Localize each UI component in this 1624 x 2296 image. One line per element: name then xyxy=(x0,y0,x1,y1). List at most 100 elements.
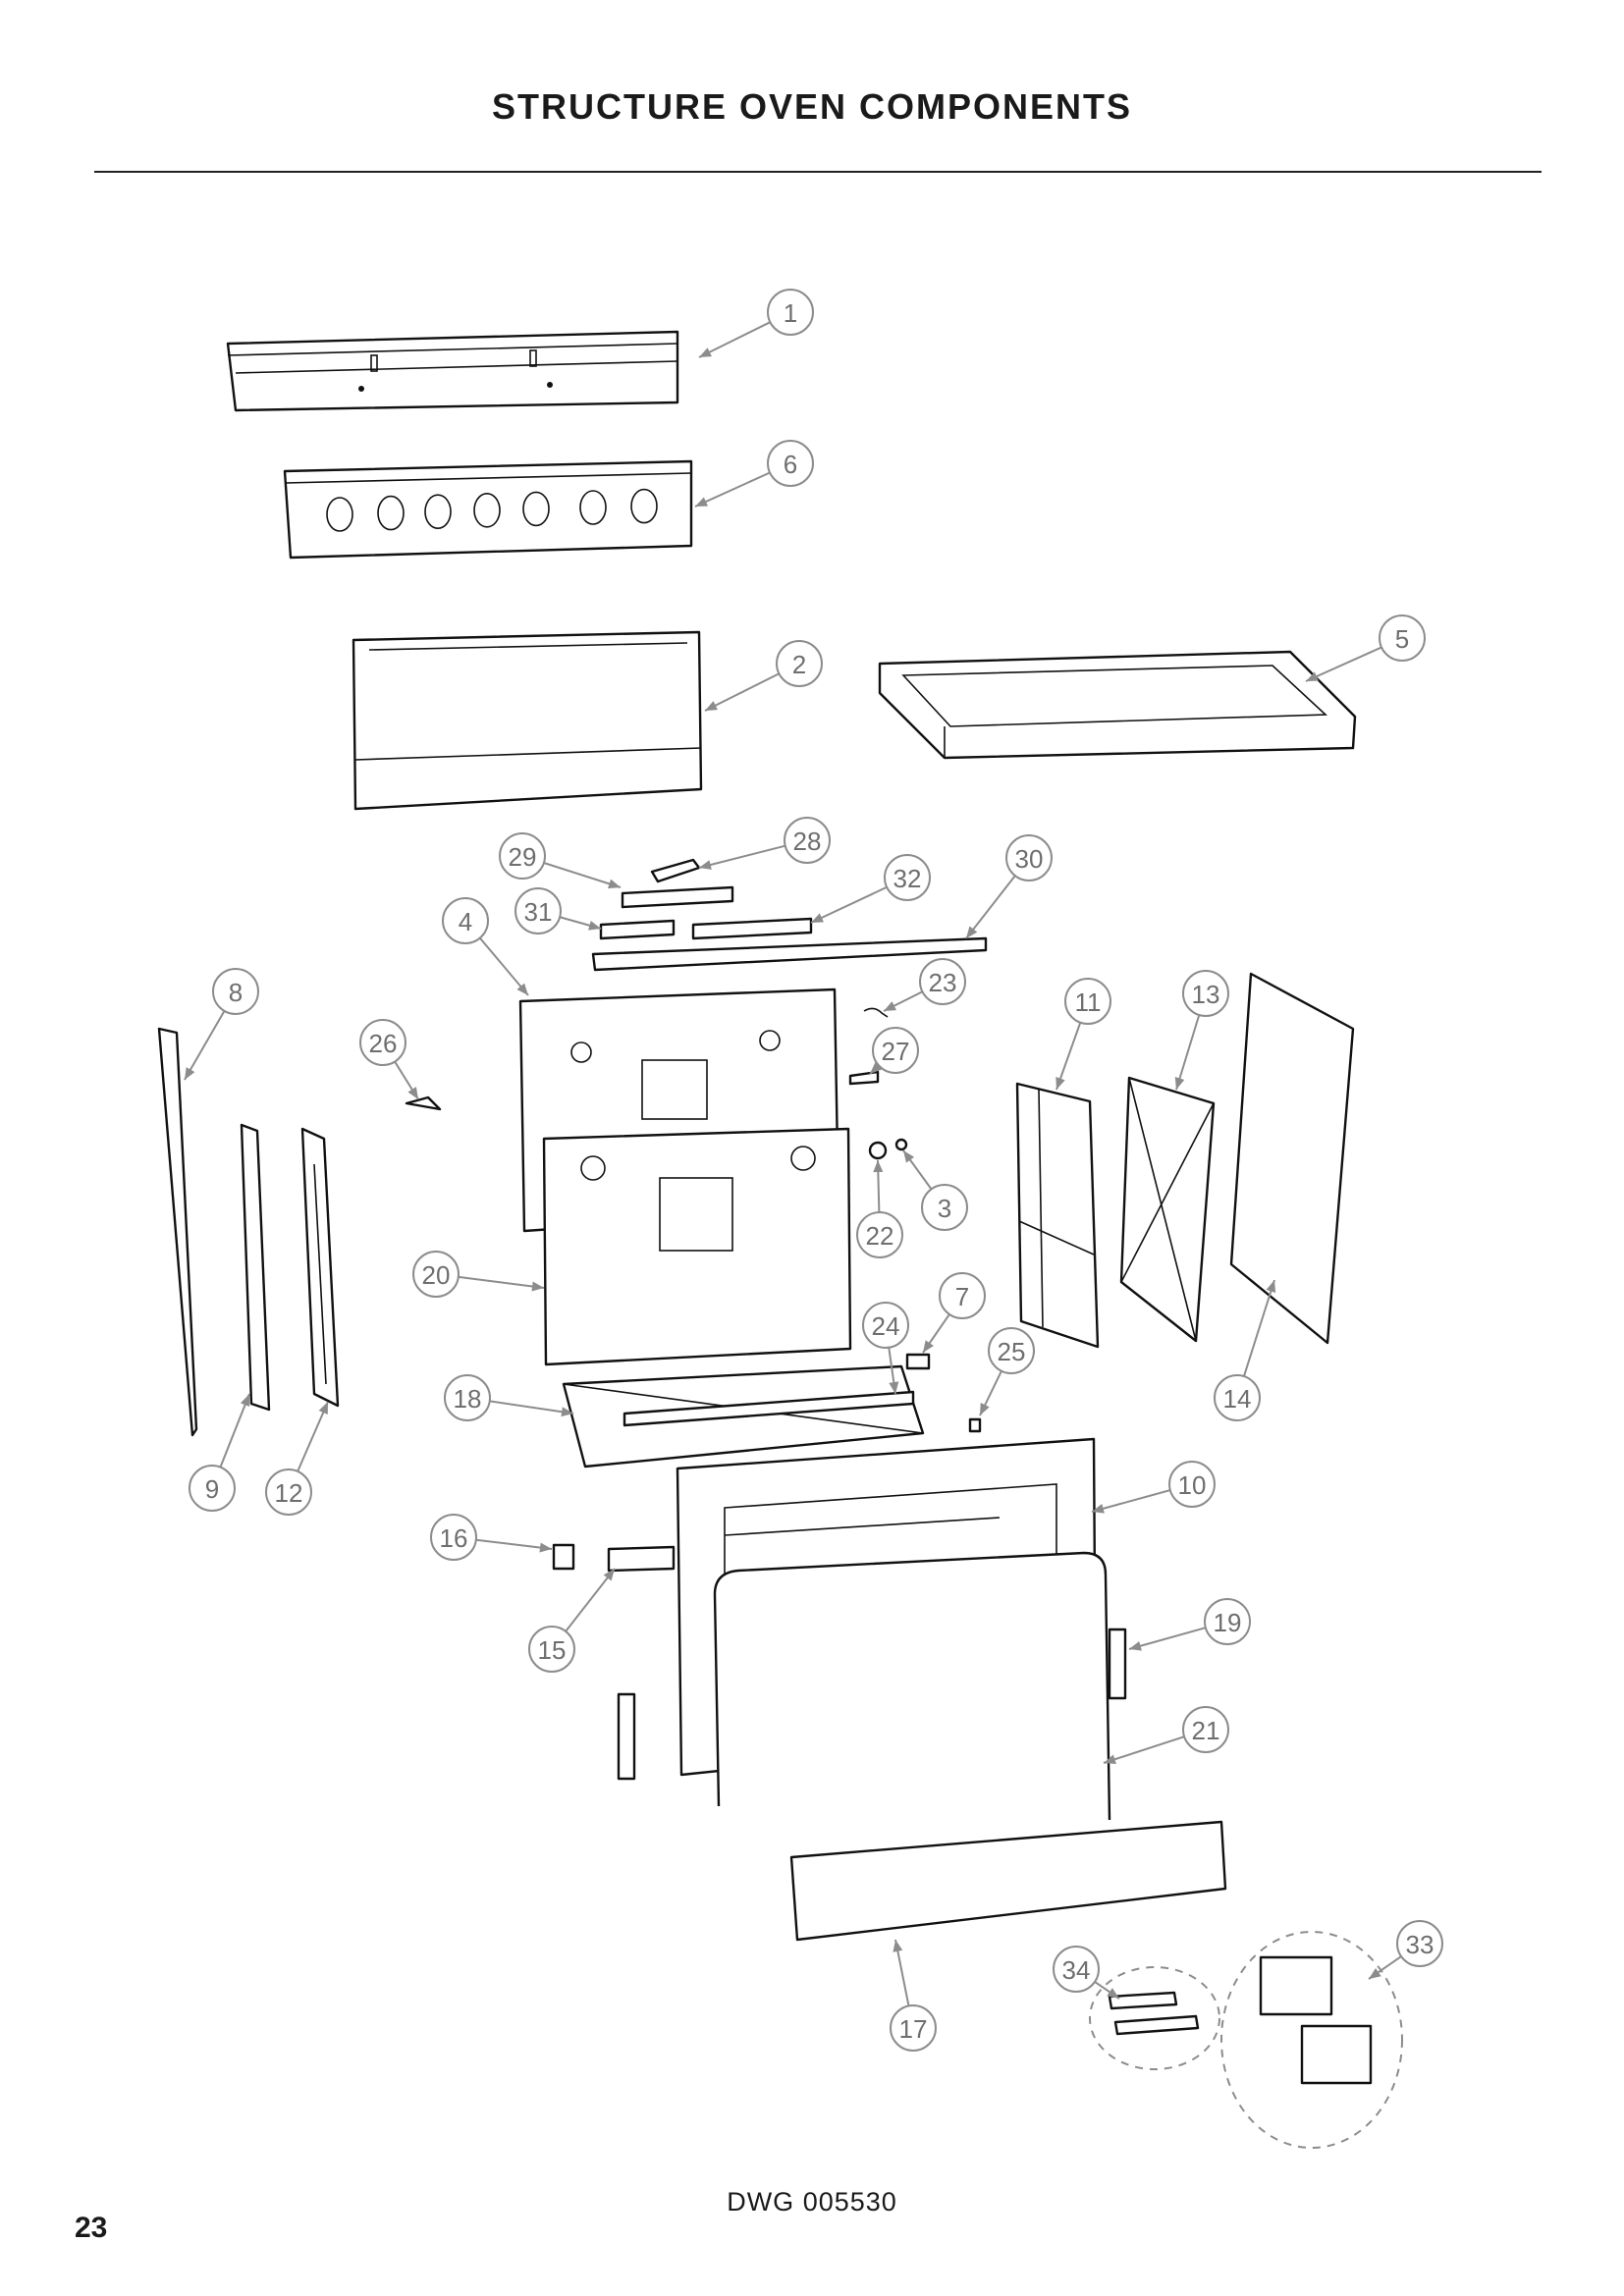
knob-hole xyxy=(522,491,550,527)
callout-23: 23 xyxy=(919,958,966,1005)
part-12-side-frame xyxy=(300,1127,340,1408)
part-3-grommet xyxy=(894,1138,908,1151)
callout-17: 17 xyxy=(890,2004,937,2052)
callout-number: 28 xyxy=(793,827,822,856)
leader-arrow-10 xyxy=(1092,1504,1105,1514)
leader-arrow-3 xyxy=(903,1150,915,1163)
part-32-bracket xyxy=(691,917,813,940)
part-21-door-frame xyxy=(713,1551,1111,1821)
callout-30: 30 xyxy=(1005,834,1053,881)
leader-arrow-19 xyxy=(1129,1640,1142,1651)
callout-4: 4 xyxy=(442,897,489,944)
callout-circle xyxy=(884,854,931,901)
leader-arrow-23 xyxy=(884,1001,896,1011)
leader-arrow-1 xyxy=(699,347,712,357)
knob-hole xyxy=(377,495,405,531)
callout-number: 13 xyxy=(1192,980,1220,1009)
callout-number: 23 xyxy=(929,968,957,997)
leader-arrow-20 xyxy=(531,1281,544,1292)
callout-7: 7 xyxy=(939,1272,986,1319)
callout-circle xyxy=(784,817,831,864)
callout-number: 11 xyxy=(1075,988,1102,1017)
callout-9: 9 xyxy=(189,1465,236,1512)
part-9-side-insulation xyxy=(240,1123,271,1412)
leader-arrow-18 xyxy=(561,1407,573,1417)
callout-number: 14 xyxy=(1223,1384,1252,1414)
callout-circle xyxy=(444,1374,491,1421)
callout-circle xyxy=(872,1027,919,1074)
leader-line-8 xyxy=(184,1010,226,1081)
part-26-clip xyxy=(405,1095,442,1111)
callout-2: 2 xyxy=(776,640,823,687)
callout-circle xyxy=(921,1184,968,1231)
callout-number: 30 xyxy=(1015,844,1044,874)
part-34-group xyxy=(1089,1966,1220,2070)
leader-arrow-16 xyxy=(539,1542,552,1553)
callout-circle xyxy=(1064,978,1111,1025)
callout-25: 25 xyxy=(988,1327,1035,1374)
callout-number: 9 xyxy=(205,1474,219,1504)
part-7-clip xyxy=(905,1353,931,1370)
leader-arrow-32 xyxy=(811,913,824,923)
leader-arrow-17 xyxy=(893,1940,903,1952)
callout-19: 19 xyxy=(1204,1598,1251,1645)
leader-arrow-9 xyxy=(240,1394,250,1407)
leader-arrow-4 xyxy=(516,983,528,995)
callout-circle xyxy=(776,640,823,687)
callout-number: 27 xyxy=(882,1037,910,1066)
callout-circle xyxy=(890,2004,937,2052)
callout-number: 33 xyxy=(1406,1930,1435,1959)
callout-10: 10 xyxy=(1168,1461,1216,1508)
leader-line-19 xyxy=(1128,1627,1207,1650)
part-hinge-left xyxy=(617,1692,636,1781)
callout-number: 2 xyxy=(792,650,806,679)
part-29-bracket xyxy=(621,885,734,909)
leader-line-1 xyxy=(698,321,771,358)
callout-circle xyxy=(1182,1706,1229,1753)
callout-26: 26 xyxy=(359,1019,406,1066)
callout-circle xyxy=(430,1514,477,1561)
part-25-clip xyxy=(968,1417,982,1433)
callout-circle xyxy=(988,1327,1035,1374)
callout-33: 33 xyxy=(1396,1920,1443,1967)
knob-hole xyxy=(424,494,452,530)
callout-31: 31 xyxy=(514,887,562,934)
leader-line-15 xyxy=(565,1568,616,1632)
part-8-side-panel xyxy=(157,1027,198,1437)
callout-6: 6 xyxy=(767,440,814,487)
leader-line-12 xyxy=(297,1401,329,1472)
leader-line-6 xyxy=(694,471,771,507)
leader-arrow-21 xyxy=(1104,1754,1116,1765)
part-15-support-bracket xyxy=(607,1545,676,1573)
leader-arrow-34 xyxy=(1107,1988,1119,1999)
callout-number: 10 xyxy=(1178,1470,1207,1500)
part-19-hinge xyxy=(1108,1628,1127,1700)
callout-32: 32 xyxy=(884,854,931,901)
callout-number: 25 xyxy=(998,1337,1026,1366)
callout-circle xyxy=(1204,1598,1251,1645)
leader-arrow-29 xyxy=(608,879,621,889)
part-24-cross-bar xyxy=(623,1390,915,1427)
callout-13: 13 xyxy=(1182,970,1229,1017)
part-23-clip xyxy=(863,1007,889,1018)
callout-11: 11 xyxy=(1064,978,1111,1025)
leader-line-21 xyxy=(1103,1735,1185,1764)
callout-number: 12 xyxy=(275,1478,303,1508)
callout-circle xyxy=(189,1465,236,1512)
callout-circle xyxy=(442,897,489,944)
callout-circle xyxy=(856,1211,903,1258)
part-11-side-frame xyxy=(1015,1082,1100,1349)
part-17-kick-panel xyxy=(789,1820,1227,1942)
leader-line-10 xyxy=(1091,1489,1171,1513)
leader-line-11 xyxy=(1056,1022,1082,1091)
callout-circle xyxy=(767,289,814,336)
knob-hole xyxy=(579,490,607,525)
leader-line-30 xyxy=(965,875,1016,939)
leader-line-18 xyxy=(489,1400,574,1415)
callout-circle xyxy=(862,1302,909,1349)
part-14-side-panel xyxy=(1229,972,1355,1345)
callout-circle xyxy=(1053,1946,1100,1993)
callout-number: 19 xyxy=(1214,1608,1242,1637)
callout-15: 15 xyxy=(528,1626,575,1673)
